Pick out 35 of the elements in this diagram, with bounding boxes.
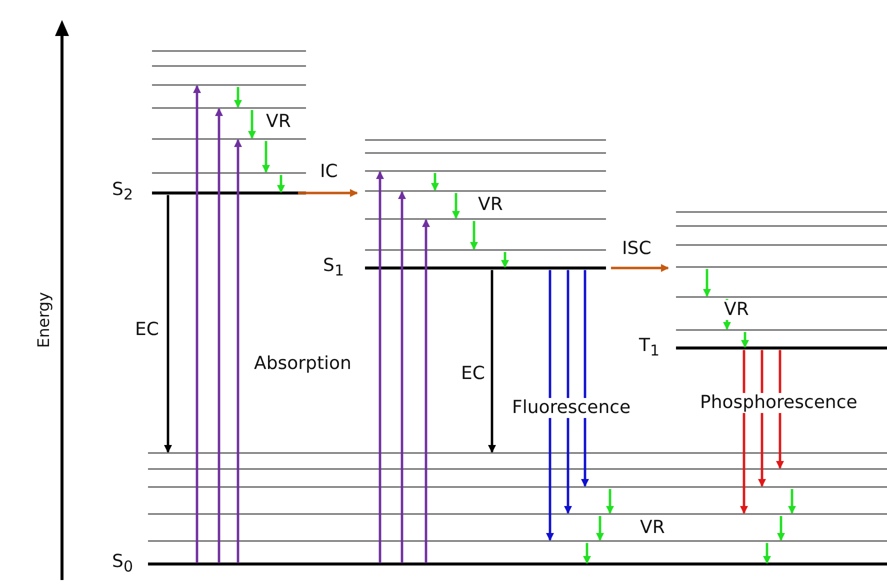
arrow — [193, 85, 201, 563]
arrow — [470, 221, 478, 250]
arrow — [740, 350, 748, 514]
arrow — [501, 252, 509, 268]
arrow — [606, 489, 614, 514]
arrow — [788, 489, 796, 514]
arrow — [248, 110, 256, 139]
arrow — [215, 108, 223, 563]
arrow — [703, 269, 711, 297]
arrow — [452, 193, 460, 219]
arrow — [422, 219, 430, 563]
arrow — [777, 516, 785, 541]
arrow — [234, 139, 242, 563]
arrow — [234, 87, 242, 108]
arrow — [564, 270, 572, 514]
state-label: T$_{1}$ — [639, 336, 660, 361]
arrow — [583, 543, 591, 564]
arrow — [298, 189, 358, 197]
process-label: VR — [722, 300, 751, 320]
arrow — [581, 270, 589, 487]
arrow — [596, 516, 604, 541]
state-label: S$_{0}$ — [112, 552, 133, 577]
arrow — [277, 175, 285, 193]
state-label: S$_{1}$ — [323, 256, 344, 281]
arrow — [164, 195, 172, 453]
arrow — [763, 543, 771, 564]
arrow — [741, 332, 749, 348]
arrow — [431, 173, 439, 191]
arrow — [398, 191, 406, 563]
arrow — [262, 141, 270, 173]
state-label: S$_{2}$ — [112, 180, 133, 205]
arrow — [611, 264, 669, 272]
arrow — [546, 270, 554, 541]
arrow — [376, 171, 384, 563]
arrow — [488, 270, 496, 453]
